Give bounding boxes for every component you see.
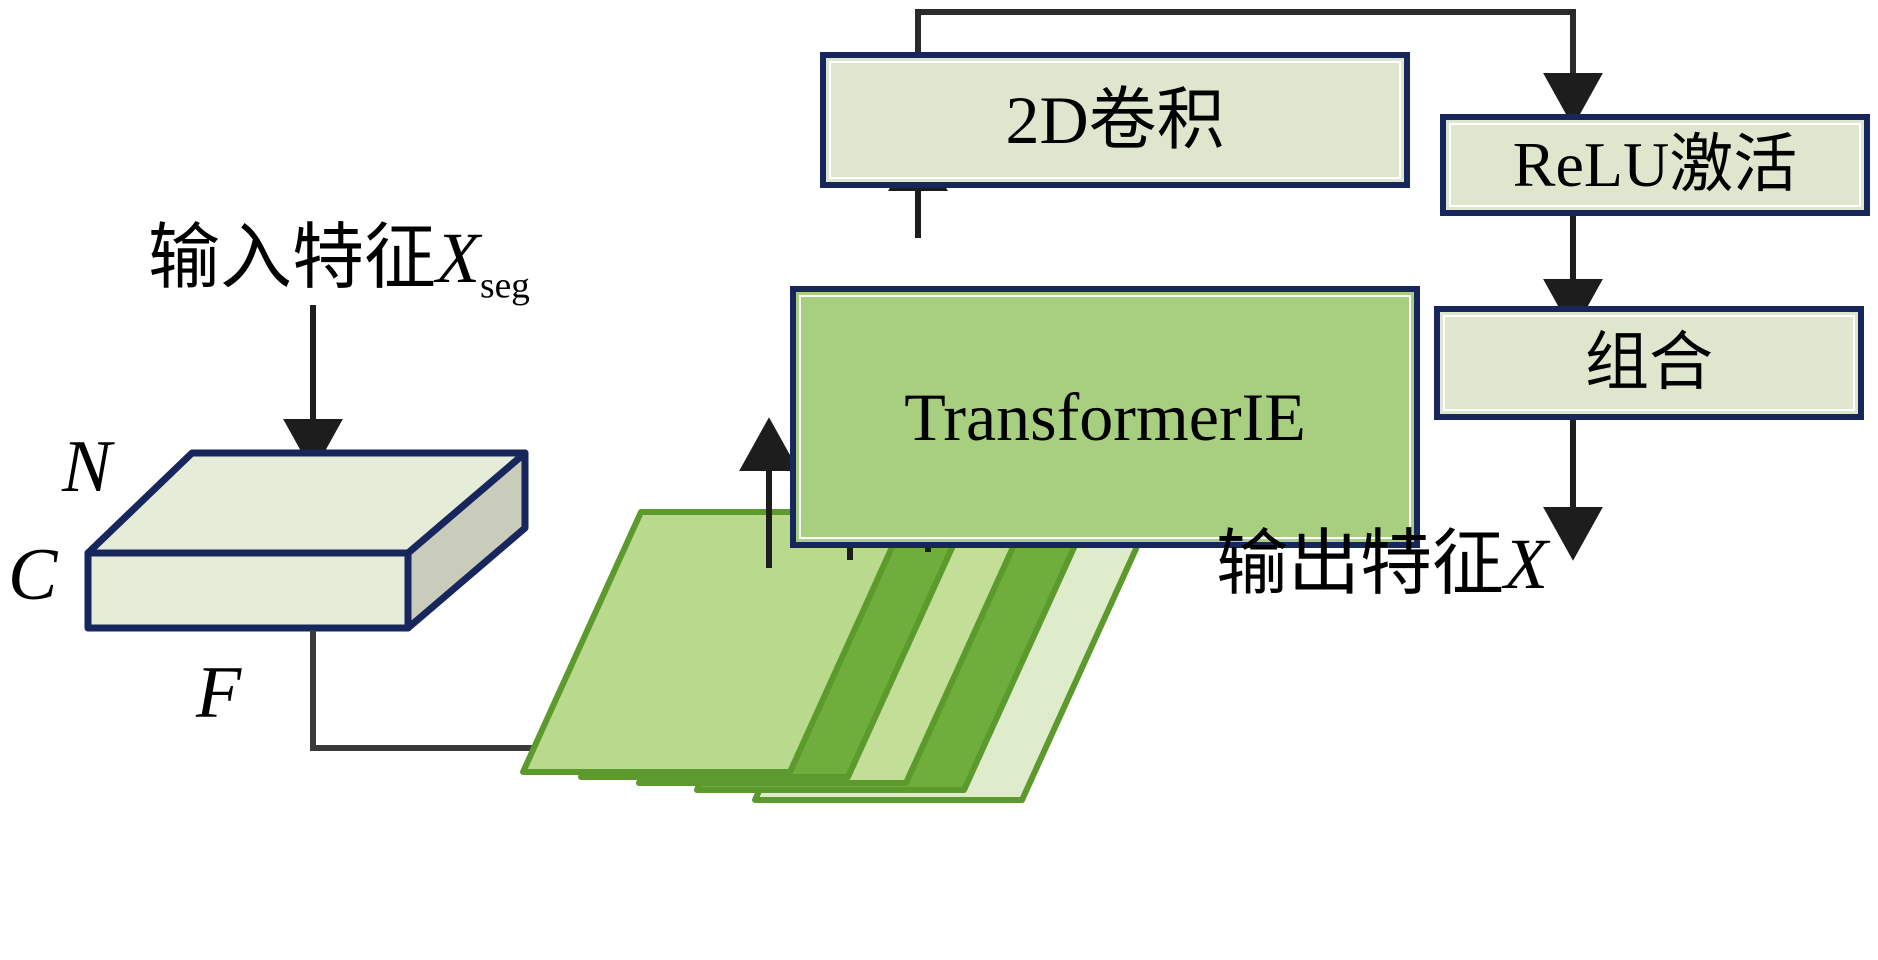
box-relu-label: ReLU激活 <box>1512 129 1798 200</box>
output-feature-label: 输出特征X <box>1216 528 1548 600</box>
input-feature-subscript: seg <box>480 265 530 307</box>
box-combine[interactable]: 组合 <box>1434 306 1864 420</box>
connector-tensor-to-slices <box>310 630 633 778</box>
feature-slice <box>578 514 969 780</box>
input-feature-text: 输入特征 <box>148 218 437 298</box>
box-relu[interactable]: ReLU激活 <box>1440 114 1870 216</box>
feature-slice <box>694 527 1085 793</box>
feature-slice <box>520 509 911 775</box>
box-conv2d[interactable]: 2D卷积 <box>820 52 1410 188</box>
dim-label-n: N <box>62 426 112 508</box>
box-transformer-ie-label: TransformerIE <box>904 379 1306 455</box>
output-feature-var: X <box>1504 524 1548 604</box>
box-combine-label: 组合 <box>1585 327 1713 398</box>
box-conv2d-label: 2D卷积 <box>1005 82 1225 158</box>
box-transformer-ie[interactable]: TransformerIE <box>790 286 1420 548</box>
dim-label-f: F <box>196 652 242 734</box>
input-feature-var: X <box>436 218 480 298</box>
feature-slices <box>520 509 1143 803</box>
tensor-block <box>84 449 529 632</box>
feature-slice <box>636 520 1027 786</box>
output-feature-text: 输出特征 <box>1216 524 1505 604</box>
dim-label-c: C <box>8 534 58 616</box>
feature-slice <box>752 537 1143 803</box>
input-feature-label: 输入特征Xseg <box>148 222 530 305</box>
